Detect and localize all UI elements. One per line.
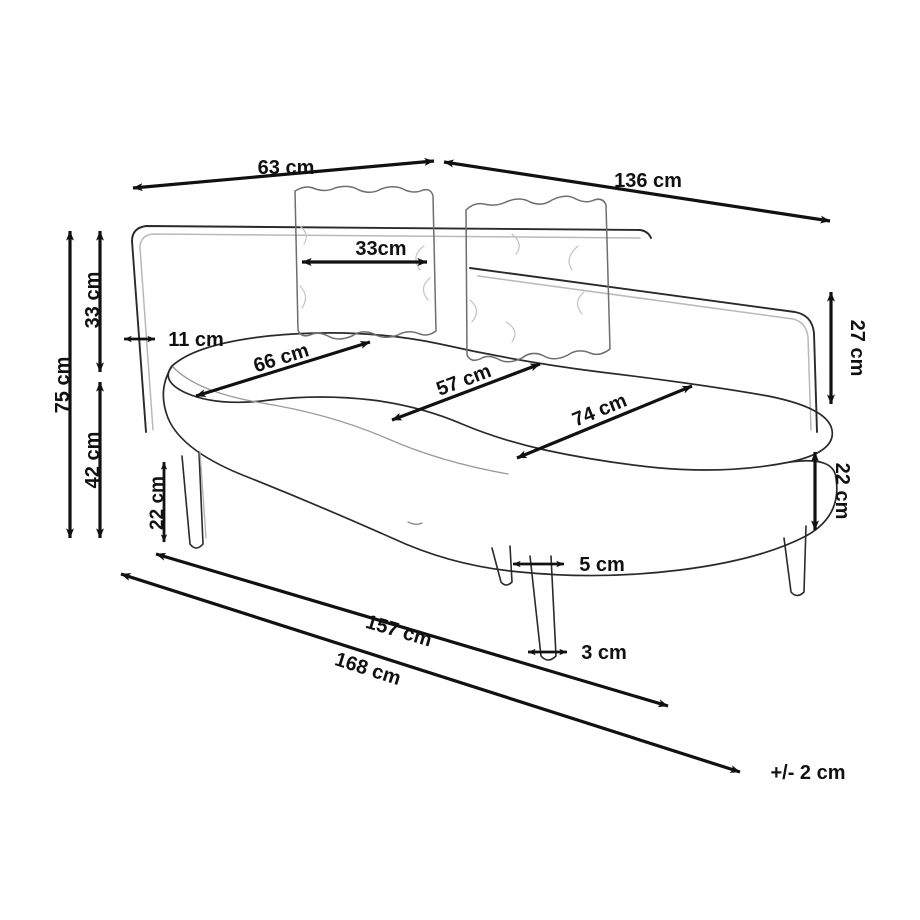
arrow-168cm [120,572,741,774]
label-33cm-backrest-height: 33 cm [82,272,104,329]
cushion-left-fold-c [422,277,431,301]
label-33cm-cushion: 33cm [355,238,406,260]
leg-right [783,525,807,597]
arrow-136cm [443,159,831,224]
cushion-right-fold-b [568,245,579,271]
cushion-left-fold-d [299,285,307,309]
cushion-right-fold-d [469,299,478,323]
label-22cm-seat: 22 cm [831,463,853,520]
label-11cm: 11 cm [168,329,224,351]
label-42cm: 42 cm [82,432,104,489]
right-backrest-outer [469,267,818,433]
cushion-left-fold-b [415,245,425,271]
label-75cm: 75 cm [52,357,74,414]
seat-stitch-mark [407,521,423,525]
arrow-63cm [132,157,435,192]
leg-front-left [181,451,204,549]
arrow-57cm [391,362,541,422]
label-63cm: 63 cm [258,157,315,179]
right-backrest-inner [477,275,812,431]
label-22cm-leg: 22 cm [147,476,168,530]
arrow-74cm [516,384,693,460]
cushion-left-fold-a [299,225,307,245]
leg-back-left [199,451,207,539]
label-136cm: 136 cm [614,170,682,192]
left-backrest-outer [131,225,652,242]
label-5cm: 5 cm [579,554,625,576]
label-3cm: 3 cm [581,642,627,664]
label-27cm: 27 cm [846,320,868,377]
dimension-arrows [66,157,835,774]
left-backrest-inner [139,233,641,249]
cushion-right-fold-c [576,291,585,315]
arrow-66cm [195,340,371,398]
cushion-right-fold-a [511,233,520,255]
label-tolerance: +/- 2 cm [770,762,845,784]
cushion-right-fold-e [505,321,516,343]
